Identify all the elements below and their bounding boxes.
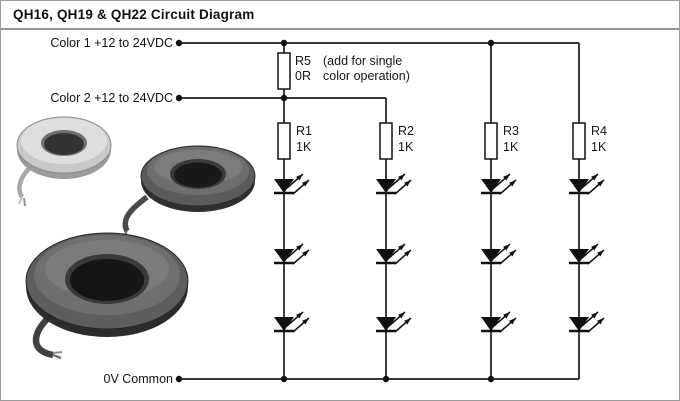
led-symbol bbox=[567, 172, 606, 196]
led-symbol bbox=[479, 310, 518, 334]
led-symbol bbox=[567, 242, 606, 266]
r4-name-label: R4 bbox=[591, 124, 607, 138]
led-symbols bbox=[272, 172, 606, 334]
resistor-r4-symbol bbox=[572, 122, 586, 160]
r3-name-label: R3 bbox=[503, 124, 519, 138]
junction-dot bbox=[280, 94, 288, 102]
r4-value-label: 1K bbox=[591, 140, 607, 154]
junction-dot bbox=[175, 39, 183, 47]
led-symbol bbox=[567, 310, 606, 334]
led-symbol bbox=[374, 172, 413, 196]
junction-dot bbox=[175, 375, 183, 383]
r5-note-line2: color operation) bbox=[323, 69, 410, 83]
color2-rail-label: Color 2 +12 to 24VDC bbox=[50, 91, 173, 105]
r3-value-label: 1K bbox=[503, 140, 519, 154]
junction-dot bbox=[382, 375, 390, 383]
junction-dot bbox=[175, 94, 183, 102]
junction-dots bbox=[175, 39, 495, 383]
r2-name-label: R2 bbox=[398, 124, 414, 138]
ring-light-photo-silver bbox=[16, 116, 112, 207]
led-symbol bbox=[272, 242, 311, 266]
wires bbox=[179, 42, 580, 380]
ring-light-photo-dark-small bbox=[122, 145, 256, 239]
led-symbol bbox=[374, 310, 413, 334]
r5-note-line1: (add for single bbox=[323, 54, 402, 68]
led-symbol bbox=[272, 172, 311, 196]
component-labels: R5 0R (add for single color operation) R… bbox=[295, 54, 607, 154]
junction-dot bbox=[487, 39, 495, 47]
resistor-r3-symbol bbox=[484, 122, 498, 160]
junction-dot bbox=[280, 39, 288, 47]
r2-value-label: 1K bbox=[398, 140, 414, 154]
led-symbol bbox=[479, 172, 518, 196]
resistor-r5-symbol bbox=[277, 52, 291, 90]
r5-name-label: R5 bbox=[295, 54, 311, 68]
resistor-r1-symbol bbox=[277, 122, 291, 160]
page-title: QH16, QH19 & QH22 Circuit Diagram bbox=[13, 7, 255, 22]
junction-dot bbox=[280, 375, 288, 383]
product-photos bbox=[16, 116, 256, 360]
ring-light-photo-dark-large bbox=[25, 232, 189, 360]
r5-value-label: 0R bbox=[295, 69, 311, 83]
r1-value-label: 1K bbox=[296, 140, 312, 154]
junction-dot bbox=[487, 375, 495, 383]
led-symbol bbox=[374, 242, 413, 266]
r1-name-label: R1 bbox=[296, 124, 312, 138]
color1-rail-label: Color 1 +12 to 24VDC bbox=[50, 36, 173, 50]
ov-common-rail-label: 0V Common bbox=[103, 372, 173, 386]
led-symbol bbox=[272, 310, 311, 334]
led-symbol bbox=[479, 242, 518, 266]
resistor-r2-symbol bbox=[379, 122, 393, 160]
